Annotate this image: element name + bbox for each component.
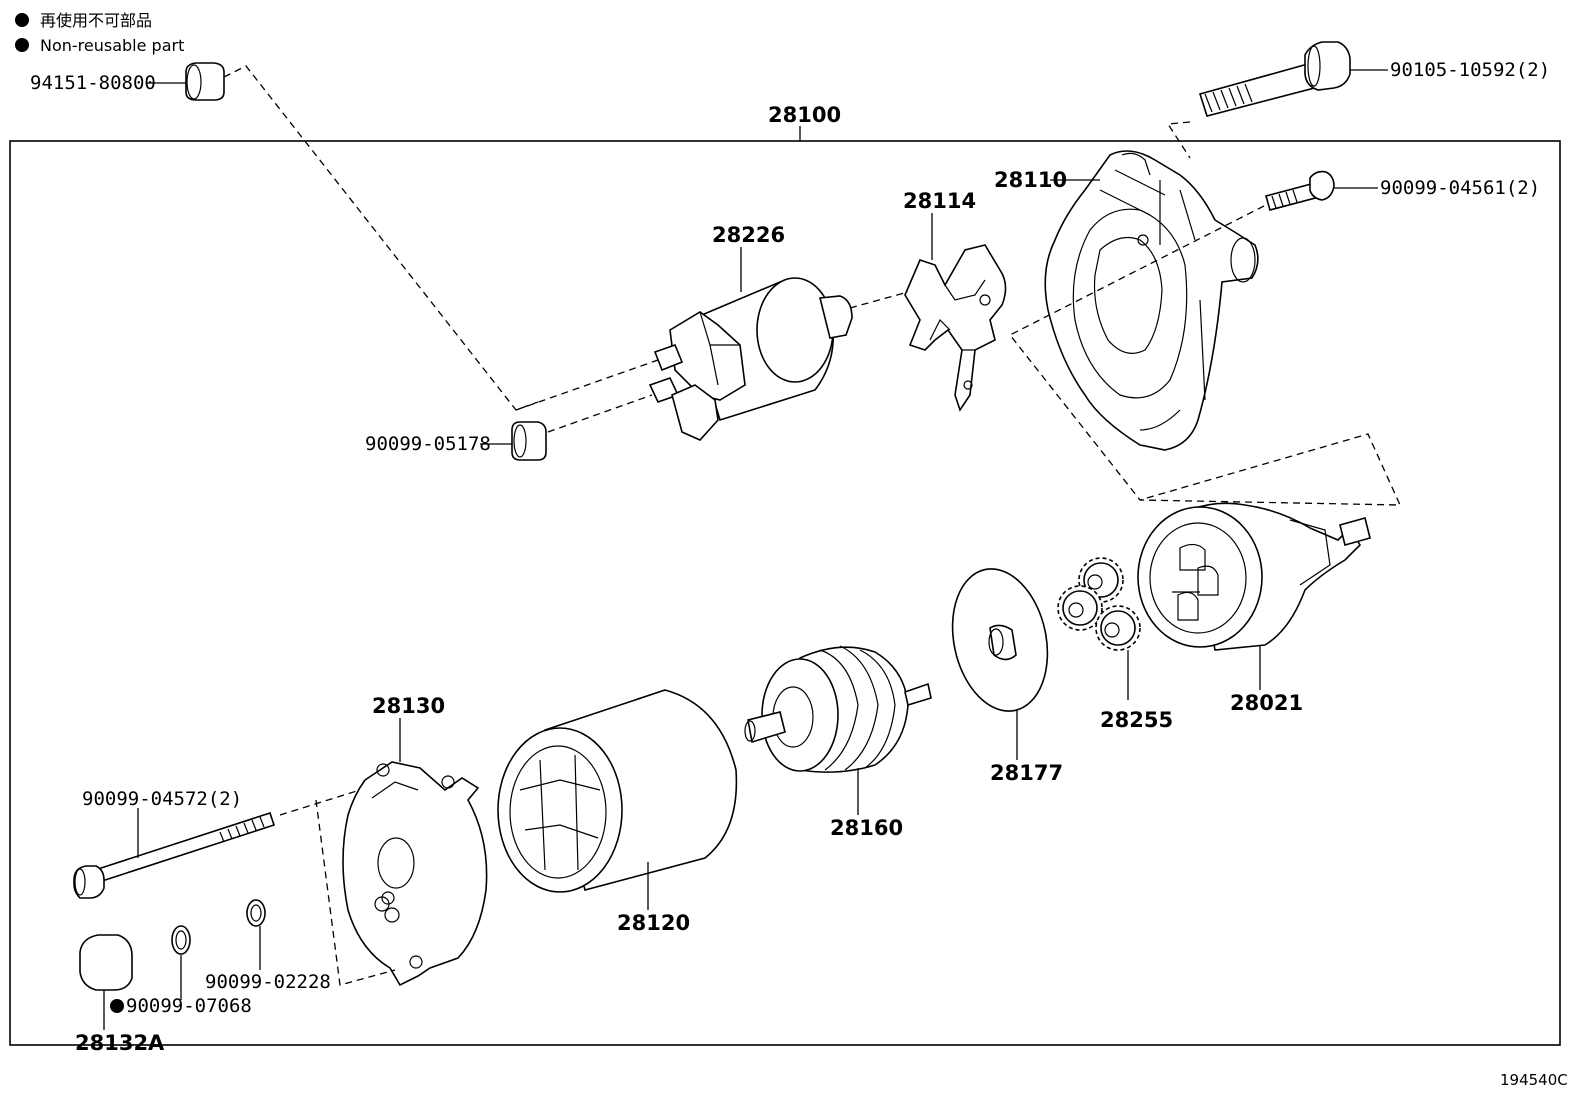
part-28130-end-frame[interactable] xyxy=(342,761,488,987)
label-28177: 28177 xyxy=(990,761,1063,785)
assembly-label-28100: 28100 xyxy=(768,103,841,127)
legend-english: Non-reusable part xyxy=(40,36,184,55)
part-90099-04572-bolt[interactable] xyxy=(73,811,276,899)
label-28255: 28255 xyxy=(1100,708,1173,732)
part-28160-armature[interactable] xyxy=(744,645,932,773)
label-28114: 28114 xyxy=(903,189,976,213)
part-28255-gears[interactable] xyxy=(1057,557,1141,651)
label-28120: 28120 xyxy=(617,911,690,935)
non-reusable-bullet-icon xyxy=(15,13,29,27)
label-28130: 28130 xyxy=(372,694,445,718)
label-28160: 28160 xyxy=(830,816,903,840)
assembly-frame xyxy=(9,140,1561,1046)
part-28114-lever[interactable] xyxy=(904,244,1007,412)
label-28226: 28226 xyxy=(712,223,785,247)
part-28177-plate[interactable] xyxy=(940,560,1060,720)
non-reusable-bullet-icon xyxy=(15,38,29,52)
label-28132A: 28132A xyxy=(75,1031,165,1055)
legend-japanese: 再使用不可部品 xyxy=(40,11,152,30)
label-90105-10592: 90105-10592(2) xyxy=(1390,59,1550,81)
label-28110: 28110 xyxy=(994,168,1067,192)
part-90099-07068-ring[interactable] xyxy=(171,925,191,955)
part-90099-05178-nut[interactable] xyxy=(511,421,547,461)
diagram-code: 194540C xyxy=(1500,1071,1568,1089)
part-28226-solenoid[interactable] xyxy=(648,277,853,441)
part-28132A-cap[interactable] xyxy=(79,934,133,991)
part-90105-10592-bolt[interactable] xyxy=(1198,41,1351,117)
legend: 再使用不可部品 Non-reusable part xyxy=(15,11,184,55)
label-28021: 28021 xyxy=(1230,691,1303,715)
label-90099-05178: 90099-05178 xyxy=(365,433,491,455)
non-reusable-bullet-icon xyxy=(110,999,124,1013)
part-28120-yoke[interactable] xyxy=(497,689,738,893)
label-94151-80800: 94151-80800 xyxy=(30,72,156,94)
label-90099-04572: 90099-04572(2) xyxy=(82,788,242,810)
part-90099-02228-washer[interactable] xyxy=(246,899,266,927)
part-28021-carrier[interactable] xyxy=(1137,502,1371,651)
label-90099-04561: 90099-04561(2) xyxy=(1380,177,1540,199)
part-90099-04561-screw[interactable] xyxy=(1265,170,1335,211)
part-94151-80800[interactable] xyxy=(185,62,225,101)
part-28110-housing[interactable] xyxy=(1044,150,1259,451)
label-90099-02228: 90099-02228 xyxy=(205,971,331,993)
label-90099-07068: 90099-07068 xyxy=(126,995,252,1017)
